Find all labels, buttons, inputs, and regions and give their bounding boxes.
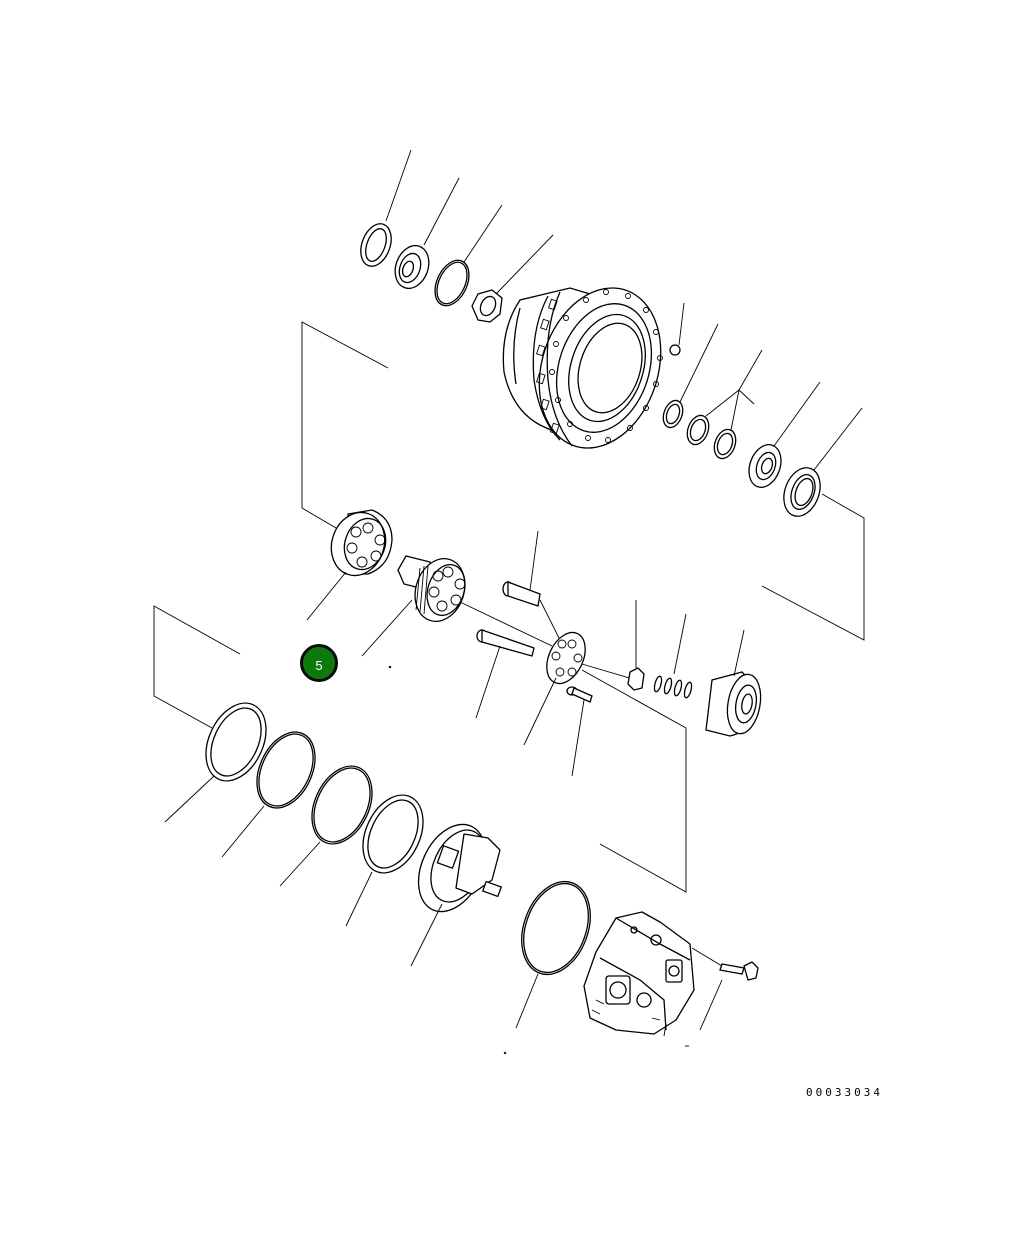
part-motor-case xyxy=(583,911,695,1037)
part-snap-ring-top xyxy=(360,149,412,267)
part-piston-pin xyxy=(502,530,575,645)
part-cylinder-bearing xyxy=(306,509,393,621)
part-spring xyxy=(653,613,693,699)
part-snap-ring-right xyxy=(662,323,719,429)
part-o-ring-2 xyxy=(279,765,373,887)
callout-badge-5[interactable]: 5 xyxy=(300,644,338,682)
part-plug xyxy=(669,302,685,356)
part-brake-piston xyxy=(705,629,762,737)
part-floating-seal xyxy=(394,177,460,290)
part-o-ring-large xyxy=(515,880,591,1029)
part-o-ring-1 xyxy=(221,731,316,858)
leader-bolt-to-case xyxy=(691,947,723,967)
part-guide-bolt xyxy=(566,686,593,777)
part-mounting-bolt xyxy=(699,961,759,1031)
part-o-ring-top xyxy=(434,204,503,307)
part-separator-plate xyxy=(345,794,424,927)
group-bracket-right xyxy=(761,493,865,641)
group-bracket-lower-left xyxy=(153,605,241,729)
part-bearing-right xyxy=(748,381,821,488)
part-seal-right xyxy=(783,407,863,517)
part-collar xyxy=(627,600,645,691)
part-cylinder-block-shaft xyxy=(361,555,553,657)
stray-mark xyxy=(388,665,392,669)
part-friction-plate xyxy=(164,702,267,823)
part-brake-ring xyxy=(410,823,503,967)
drawing-number: 00033034 xyxy=(806,1086,883,1099)
part-spacer-pair xyxy=(686,349,763,460)
part-lock-nut xyxy=(471,234,554,323)
part-center-shaft xyxy=(475,629,535,719)
group-bracket-upper-left xyxy=(301,321,389,529)
part-hub-housing xyxy=(502,287,663,449)
part-retainer-plate xyxy=(523,631,687,893)
stray-mark xyxy=(503,1051,507,1055)
